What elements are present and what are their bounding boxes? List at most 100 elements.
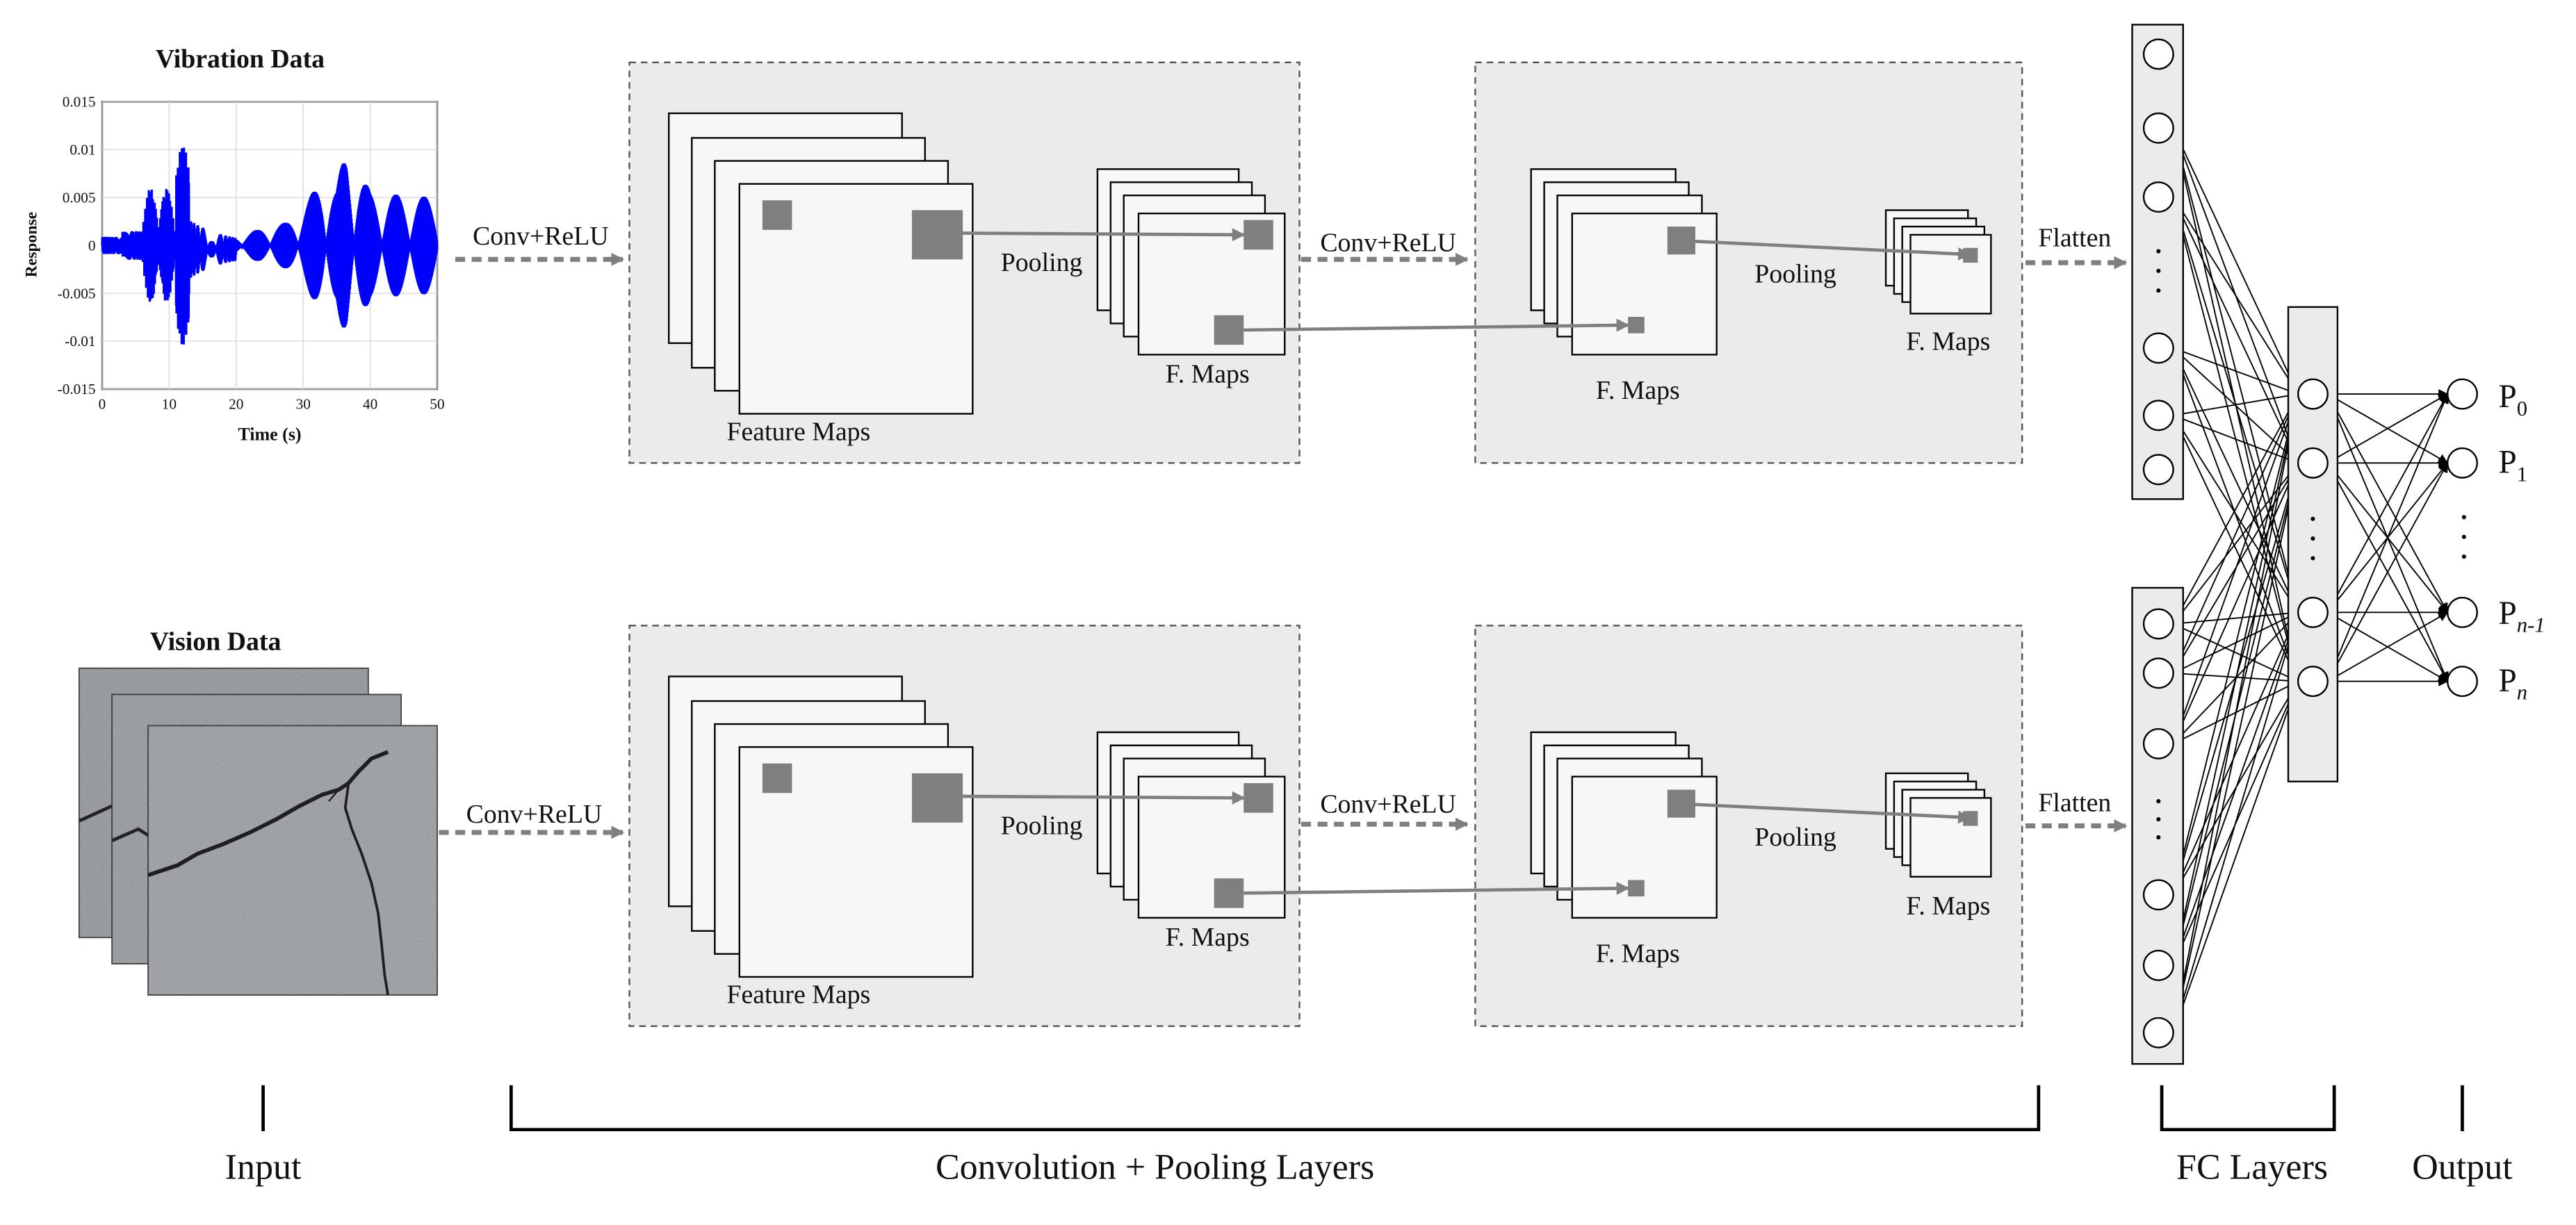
- flatten-ellipsis-top: [2156, 249, 2161, 293]
- y-tick-label: 0.015: [63, 94, 96, 110]
- x-tick-label: 20: [229, 395, 243, 412]
- section-fc: FC Layers: [2176, 1148, 2328, 1187]
- hidden-layer-column: [2287, 306, 2339, 782]
- fc-edge: [2172, 393, 2300, 744]
- y-tick-label: -0.015: [58, 381, 96, 397]
- bottom-fmaps3-stack: [1884, 772, 1992, 878]
- y-tick-label: 0.01: [70, 142, 95, 158]
- output-neuron: [2447, 596, 2478, 628]
- fmaps2-small-kernel: [1628, 317, 1645, 334]
- section-input: Input: [225, 1148, 302, 1187]
- hidden-neuron: [2297, 596, 2329, 628]
- top-pool2-label: Pooling: [1754, 259, 1836, 288]
- top-conv-block-2: F. Maps Pooling F. Maps: [1244, 61, 2023, 464]
- top-feature-map-stack: [668, 112, 974, 415]
- flatten-neuron: [2142, 879, 2174, 911]
- x-tick-label: 50: [430, 395, 444, 412]
- top-fmaps1-label: F. Maps: [1166, 360, 1250, 389]
- flatten-neuron: [2142, 332, 2174, 364]
- top-fmaps2-label: F. Maps: [1596, 376, 1680, 405]
- fmaps2-kernel: [1667, 789, 1695, 818]
- fc-edge: [2172, 393, 2301, 1033]
- fc-edge: [2173, 608, 2299, 625]
- bottom-conv2-label: Conv+ReLU: [1320, 790, 1456, 819]
- fc-edge: [2172, 393, 2301, 966]
- vision-data-title: Vision Data: [150, 627, 282, 657]
- bottom-pool2-label: Pooling: [1754, 823, 1836, 852]
- fc-edge: [2172, 415, 2299, 614]
- x-tick-label: 0: [99, 395, 106, 412]
- output-label-p1: P1: [2498, 445, 2527, 486]
- top-fmaps1-stack: [1096, 168, 1286, 356]
- fc-bracket: [2160, 1085, 2336, 1132]
- x-tick-label: 30: [296, 395, 311, 412]
- x-tick-labels: 0 10 20 30 40 50: [99, 395, 445, 412]
- fc-edge: [2172, 393, 2301, 896]
- fc-edge: [2172, 197, 2299, 464]
- output-neuron: [2447, 666, 2478, 698]
- bottom-fmaps1-stack: [1096, 731, 1286, 919]
- top-fmaps3-label: F. Maps: [1906, 327, 1990, 356]
- pooled-kernel: [1244, 783, 1273, 813]
- x-tick-label: 40: [363, 395, 377, 412]
- bottom-conv-block-1: Feature Maps Pooling F. Maps: [628, 625, 1301, 1027]
- concrete-image-front: [147, 725, 438, 996]
- bottom-cross-arrow: [1244, 882, 1630, 895]
- fc-edge: [2327, 611, 2449, 682]
- top-conv-block-1: Feature Maps Pooling F. Maps: [628, 61, 1301, 464]
- flatten-neuron: [2142, 1017, 2174, 1049]
- crack-line: [147, 750, 389, 878]
- top-fmaps2-stack: [1530, 168, 1718, 356]
- fc-edge: [2172, 128, 2301, 682]
- flatten-ellipsis-bottom: [2156, 799, 2161, 840]
- vibration-data-title: Vibration Data: [156, 44, 325, 74]
- bottom-flatten-label: Flatten: [2038, 788, 2111, 817]
- fc-edge: [2172, 415, 2299, 682]
- top-feature-maps-label: Feature Maps: [726, 417, 870, 446]
- flatten-neuron: [2142, 112, 2174, 144]
- flatten-neuron: [2142, 608, 2174, 640]
- fc-edge: [2172, 611, 2301, 1033]
- pooled-kernel-2: [1214, 878, 1244, 908]
- fc-edge: [2172, 611, 2300, 966]
- hidden-neuron: [2297, 447, 2329, 479]
- hidden-ellipsis: [2310, 516, 2315, 561]
- large-kernel: [911, 773, 963, 823]
- fc-edge: [2173, 414, 2299, 465]
- y-tick-label: -0.01: [65, 333, 95, 350]
- x-tick-label: 10: [162, 395, 177, 412]
- flatten-neuron: [2142, 727, 2174, 759]
- bottom-fmaps1-label: F. Maps: [1166, 923, 1250, 952]
- top-pool1-arrow: [963, 228, 1246, 242]
- output-neuron: [2447, 378, 2478, 410]
- bottom-feature-map-stack: [668, 675, 974, 978]
- fc-nodes: [2142, 38, 2478, 1049]
- y-tick-label: 0.005: [63, 189, 96, 206]
- bottom-pool1-label: Pooling: [1001, 811, 1083, 840]
- fc-edge: [2172, 127, 2299, 395]
- bottom-pool2-arrow: [1695, 803, 1971, 824]
- fc-connections: [2172, 127, 2449, 1033]
- vibration-signal-line: [101, 147, 439, 345]
- bottom-fmaps3-label: F. Maps: [1906, 891, 1990, 921]
- output-label-pn-1: Pn-1: [2498, 595, 2545, 637]
- x-axis-label: Time (s): [238, 424, 301, 444]
- fc-edge: [2326, 393, 2449, 613]
- fc-edge: [2172, 127, 2300, 464]
- top-flatten-label: Flatten: [2038, 223, 2111, 252]
- pooled-kernel-2: [1214, 315, 1244, 345]
- fc-edge: [2172, 462, 2301, 1033]
- small-kernel: [762, 200, 792, 230]
- flatten-neuron: [2142, 949, 2174, 981]
- fmaps2-small-kernel: [1628, 880, 1645, 897]
- fc-edge: [2172, 680, 2300, 1033]
- small-kernel: [762, 763, 792, 794]
- bottom-pool1-arrow: [963, 791, 1246, 805]
- fc-edge: [2172, 347, 2299, 614]
- fc-edge: [2172, 128, 2301, 614]
- flatten-neuron: [2142, 38, 2174, 70]
- bottom-fmaps2-label: F. Maps: [1596, 939, 1680, 969]
- fc-edge: [2172, 393, 2299, 625]
